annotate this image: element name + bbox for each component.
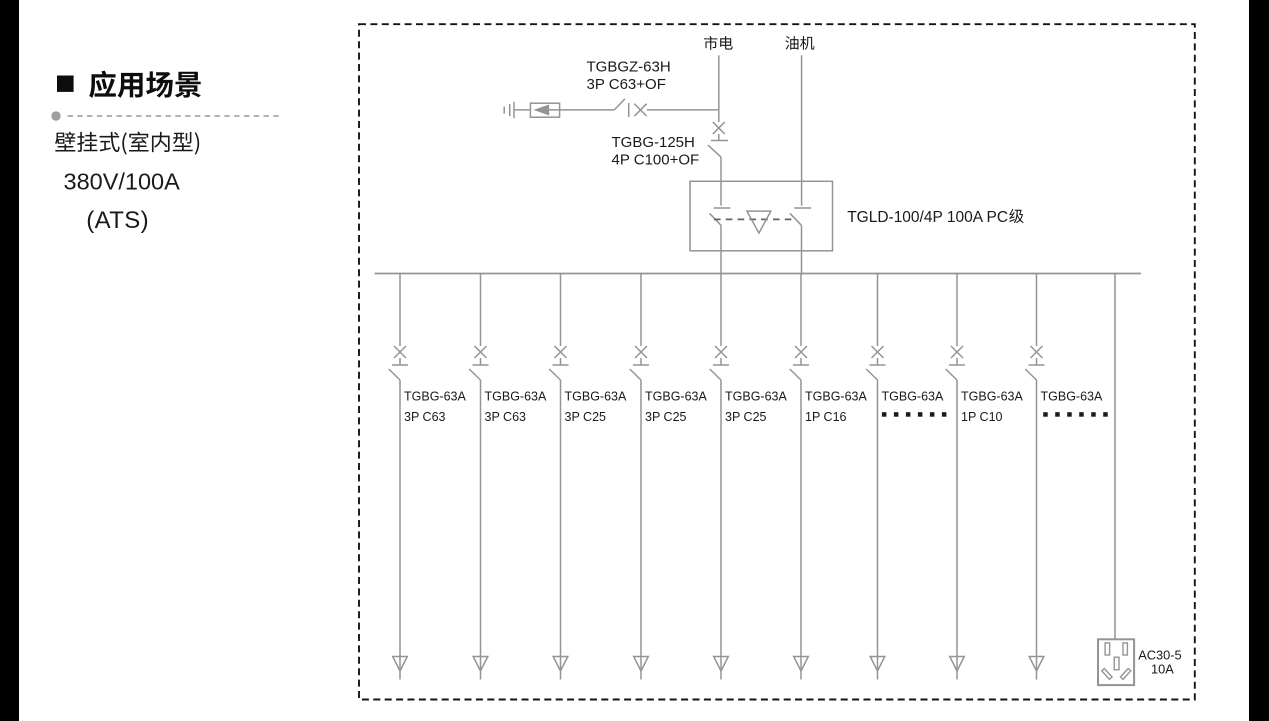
svg-text:AC30-5: AC30-5: [1138, 648, 1181, 663]
svg-text:3P C63+OF: 3P C63+OF: [587, 76, 666, 93]
svg-text:3P C25: 3P C25: [645, 410, 687, 424]
svg-text:TGBG-63A: TGBG-63A: [725, 390, 787, 404]
svg-text:TGBG-63A: TGBG-63A: [882, 390, 944, 404]
svg-text:4P C100+OF: 4P C100+OF: [612, 151, 700, 168]
svg-text:TGBG-63A: TGBG-63A: [805, 390, 867, 404]
svg-text:TGBG-63A: TGBG-63A: [404, 390, 466, 404]
svg-text:10A: 10A: [1151, 662, 1174, 677]
svg-text:TGBG-63A: TGBG-63A: [645, 390, 707, 404]
svg-text:1P C16: 1P C16: [805, 410, 847, 424]
svg-text:380V/100A: 380V/100A: [64, 169, 181, 195]
svg-text:3P C63: 3P C63: [485, 410, 527, 424]
svg-text:TGBG-63A: TGBG-63A: [565, 390, 627, 404]
svg-text:TGBG-63A: TGBG-63A: [961, 390, 1023, 404]
svg-text:TGBG-125H: TGBG-125H: [612, 134, 695, 151]
svg-text:3P C25: 3P C25: [565, 410, 607, 424]
svg-text:TGBG-63A: TGBG-63A: [1041, 390, 1103, 404]
svg-text:TGBGZ-63H: TGBGZ-63H: [587, 58, 671, 75]
svg-text:(ATS): (ATS): [86, 207, 149, 234]
svg-text:1P C10: 1P C10: [961, 410, 1003, 424]
svg-text:3P C25: 3P C25: [725, 410, 767, 424]
svg-text:TGBG-63A: TGBG-63A: [485, 390, 547, 404]
svg-text:TGLD-100/4P 100A PC: TGLD-100/4P 100A PC: [847, 209, 1008, 226]
svg-text:3P C63: 3P C63: [404, 410, 446, 424]
